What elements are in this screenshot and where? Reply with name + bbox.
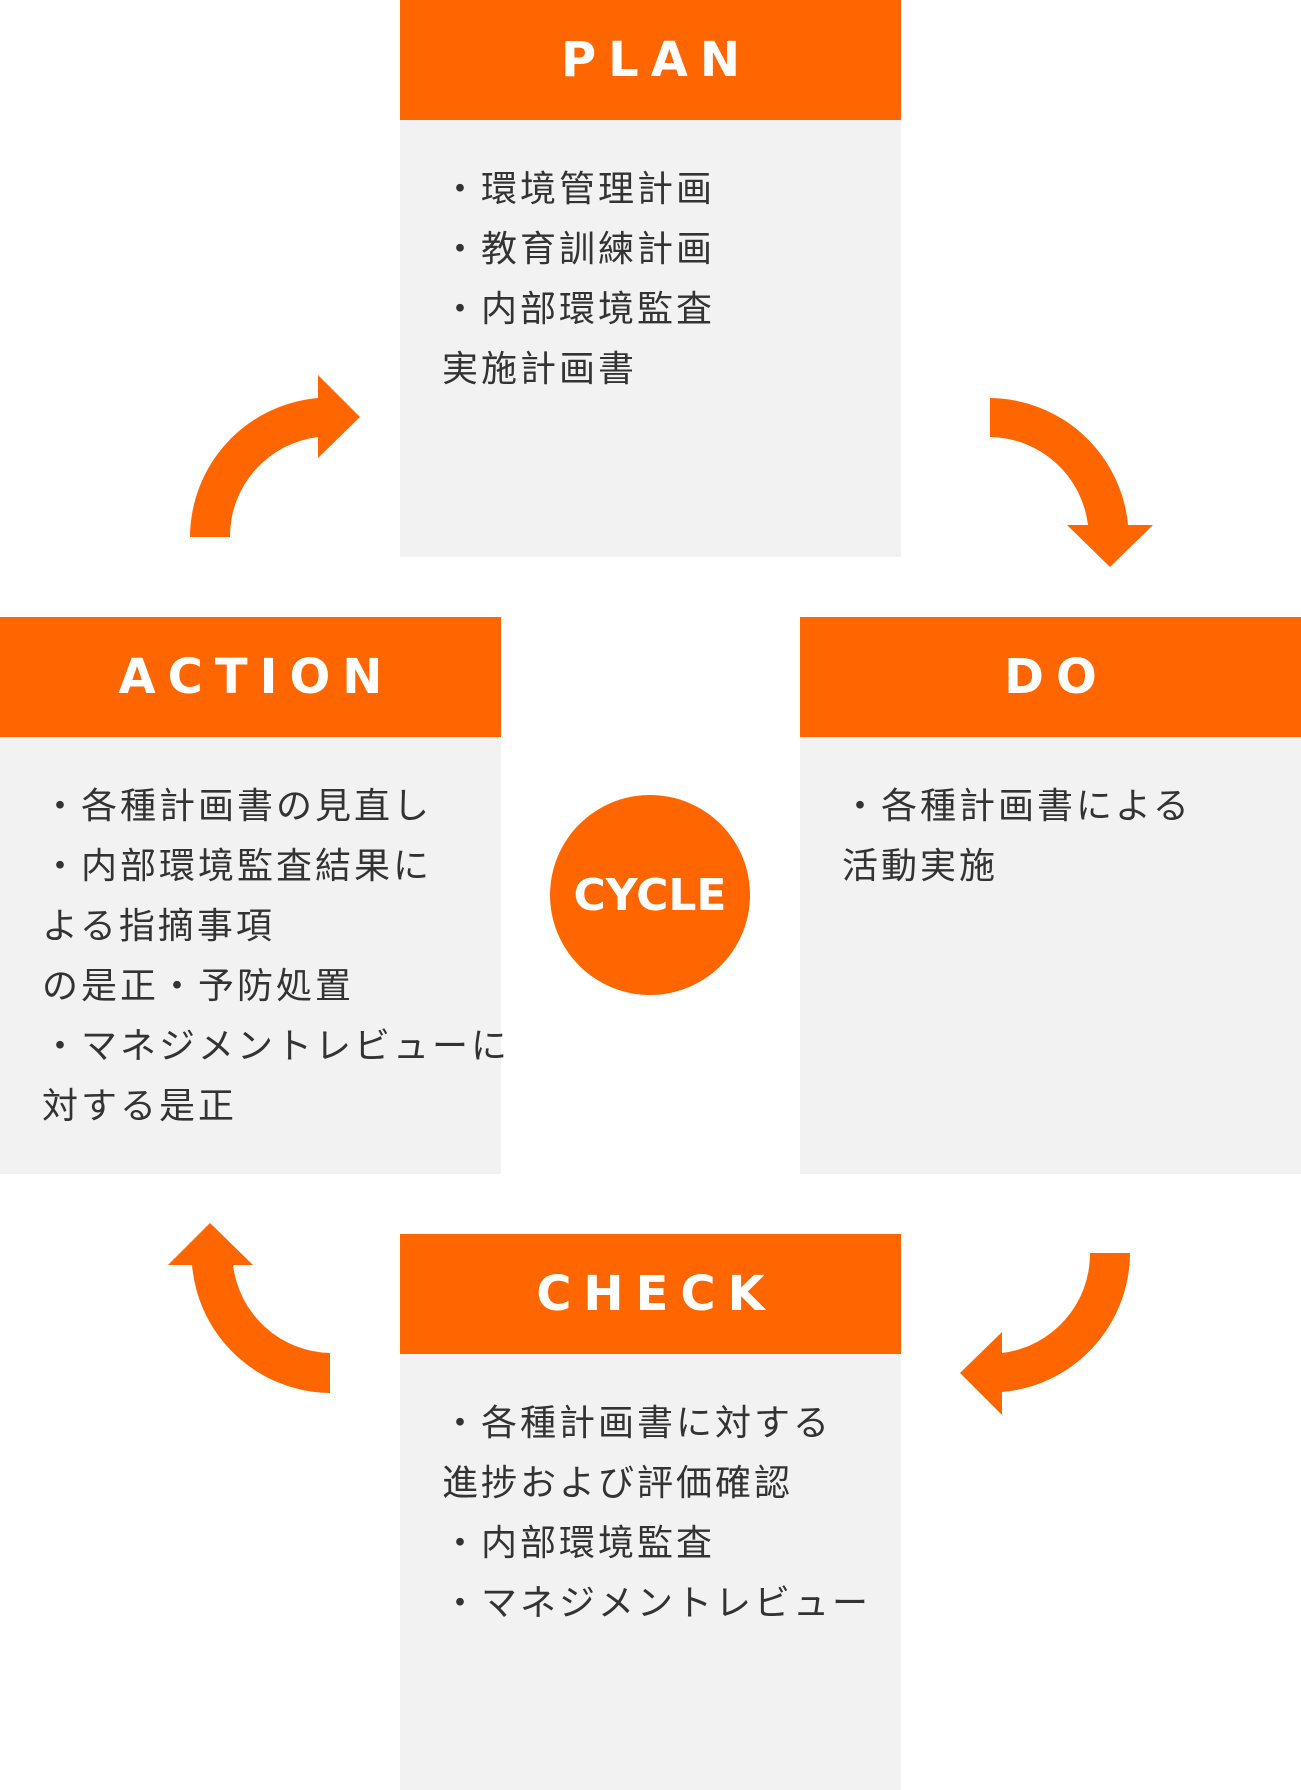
action-title: ACTION (0, 617, 501, 737)
plan-item: ・環境管理計画 (442, 169, 716, 210)
do-title: DO (800, 617, 1301, 737)
check-card: CHECK ・各種計画書に対する 進捗および評価確認 ・内部環境監査 ・マネジメ… (400, 1234, 901, 1790)
do-body: ・各種計画書による 活動実施 (800, 737, 1301, 897)
action-body: ・各種計画書の見直し ・内部環境監査結果に よる指摘事項 の是正・予防処置 ・マ… (0, 737, 511, 1137)
action-item: 対する是正 (42, 1086, 238, 1127)
check-body: ・各種計画書に対する 進捗および評価確認 ・内部環境監査 ・マネジメントレビュー (400, 1354, 901, 1634)
plan-card: PLAN ・環境管理計画 ・教育訓練計画 ・内部環境監査 実施計画書 (400, 0, 901, 557)
action-item: ・マネジメントレビューに (42, 1026, 511, 1067)
action-card: ACTION ・各種計画書の見直し ・内部環境監査結果に よる指摘事項 の是正・… (0, 617, 511, 1174)
do-card: DO ・各種計画書による 活動実施 (800, 617, 1301, 1174)
cycle-center-circle: CYCLE (550, 795, 750, 995)
plan-item: ・内部環境監査 (442, 289, 716, 330)
check-item: ・内部環境監査 (442, 1523, 716, 1564)
check-title: CHECK (400, 1234, 901, 1354)
do-item: ・各種計画書による (842, 786, 1192, 827)
action-item: ・内部環境監査結果に (42, 846, 433, 887)
action-item: ・各種計画書の見直し (42, 786, 433, 827)
plan-item: ・教育訓練計画 (442, 229, 716, 270)
check-item: ・マネジメントレビュー (442, 1583, 872, 1624)
arrow-do-to-check (960, 1253, 1130, 1415)
plan-item: 実施計画書 (442, 349, 638, 390)
cycle-label: CYCLE (573, 869, 727, 921)
plan-body: ・環境管理計画 ・教育訓練計画 ・内部環境監査 実施計画書 (400, 120, 901, 400)
do-item: 活動実施 (842, 846, 999, 887)
arrow-check-to-action (168, 1223, 330, 1393)
action-item: よる指摘事項 (42, 906, 275, 947)
arrow-action-to-plan (190, 375, 360, 537)
check-item: 進捗および評価確認 (442, 1463, 794, 1504)
check-item: ・各種計画書に対する (442, 1403, 833, 1444)
plan-title: PLAN (400, 0, 901, 120)
arrow-plan-to-do (990, 398, 1153, 567)
action-item: の是正・予防処置 (42, 966, 355, 1007)
